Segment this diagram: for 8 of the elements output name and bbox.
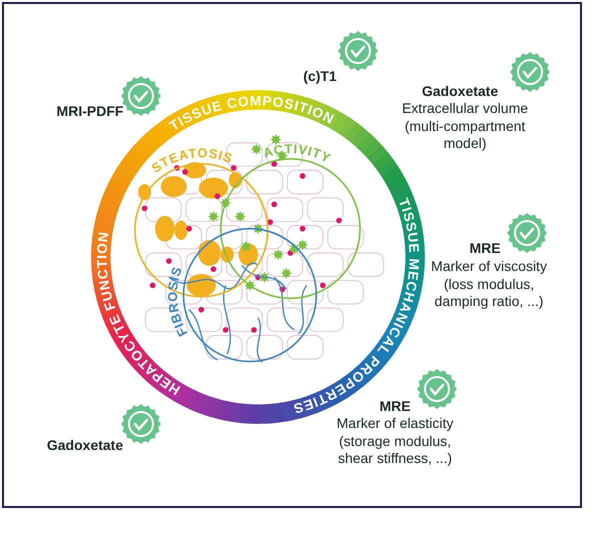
measure-heading: Gadoxetate (420, 83, 500, 100)
measure-description: Extracellular volume (multi-compartment model) (400, 100, 530, 152)
measure-description: Marker of elasticity (storage modulus, shear stiffness, ...) (336, 415, 454, 468)
measure-heading: Gadoxetate (46, 437, 124, 454)
measure-heading: MRI-PDFF (56, 103, 124, 120)
measure-heading: MRE (468, 240, 502, 258)
measure-heading: (c)T1 (302, 68, 338, 86)
measure-description: Marker of viscosity (loss modulus, damping ratio, ...) (430, 258, 548, 310)
